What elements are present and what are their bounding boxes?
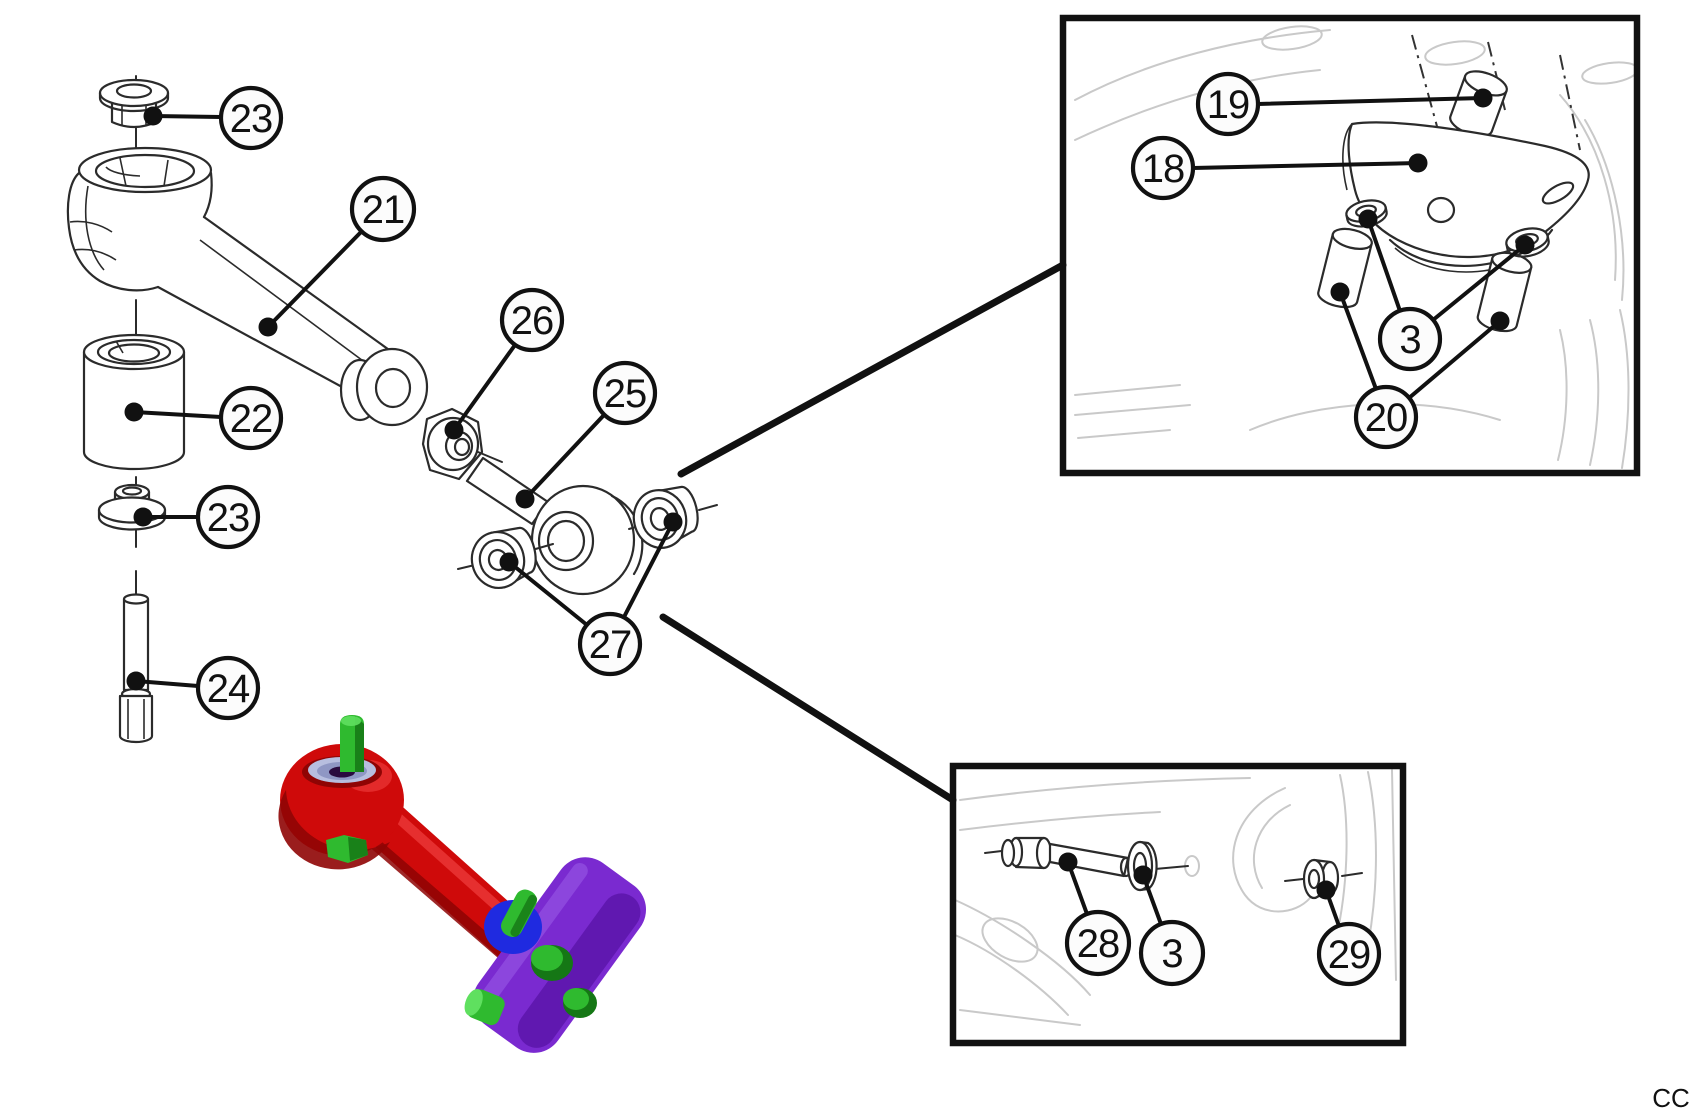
callout-label: 29: [1328, 933, 1371, 977]
flange-nut-upper-drawing: [98, 78, 170, 129]
callout-label: 23: [207, 496, 250, 540]
callout-24: 24: [195, 655, 261, 721]
callout-label: 19: [1207, 83, 1250, 127]
model-bracket: [464, 857, 647, 1053]
callout-25: 25: [592, 360, 658, 426]
credit-text: CC: [1652, 1083, 1690, 1113]
callout-23-lower: 23: [195, 484, 261, 550]
callout-label: 3: [1399, 318, 1420, 362]
model-bracket-bolt-1: [531, 945, 573, 981]
bolt-axis-centerlines: [1411, 34, 1581, 151]
bolt-axis-segments: [984, 849, 1363, 882]
callout-26: 26: [499, 287, 565, 353]
leader-lines: [132, 96, 1527, 928]
callout-23-upper: 23: [218, 85, 284, 151]
callout-label: 23: [230, 97, 273, 141]
callout-label: 3: [1161, 932, 1182, 976]
inset-top-box: [1059, 14, 1641, 477]
spacer-20-right-drawing: [1476, 251, 1533, 333]
connector-line-top-inset: [677, 261, 1067, 478]
model-eye-housing: [278, 715, 404, 870]
bushing-drawing: [82, 333, 186, 471]
torque-arm-drawing: [66, 146, 429, 427]
callout-28: 28: [1064, 909, 1132, 977]
flange-nut-lower-drawing: [97, 483, 167, 531]
callout-label: 21: [362, 188, 405, 232]
colored-model: [278, 715, 647, 1053]
inset-bottom-box: [949, 762, 1407, 1047]
callout-label: 26: [511, 299, 554, 343]
model-top-stud: [340, 715, 364, 772]
callout-label: 28: [1077, 922, 1120, 966]
callout-label: 24: [207, 667, 250, 711]
callout-3-top-inset: 3: [1377, 306, 1443, 372]
bolt-drawing: [118, 593, 154, 744]
callout-3-bottom-inset: 3: [1138, 919, 1206, 987]
callout-label: 18: [1142, 147, 1185, 191]
bushing-28-drawing: [1000, 836, 1133, 878]
inset-top-content: [1074, 25, 1639, 469]
connector-line-bottom-inset: [659, 613, 957, 804]
callout-label: 27: [589, 623, 632, 667]
inset-bottom-ghost-art: [954, 769, 1397, 1026]
leader-dots: [124, 88, 1535, 900]
callout-27: 27: [577, 611, 643, 677]
model-bracket-stud: [501, 889, 538, 937]
callout-22: 22: [218, 385, 284, 451]
callout-label: 20: [1365, 396, 1408, 440]
inset-top-ghost-art: [1074, 25, 1639, 469]
callout-20: 20: [1353, 384, 1419, 450]
callout-29: 29: [1316, 921, 1382, 987]
model-bracket-bolt-2: [563, 988, 597, 1018]
callout-label: 22: [230, 397, 273, 441]
model-bracket-bolt-3: [464, 989, 505, 1026]
callout-label: 25: [604, 372, 647, 416]
callout-21: 21: [349, 175, 417, 243]
callout-18: 18: [1130, 135, 1196, 201]
callout-19: 19: [1195, 71, 1261, 137]
model-lower-nut: [326, 835, 368, 863]
